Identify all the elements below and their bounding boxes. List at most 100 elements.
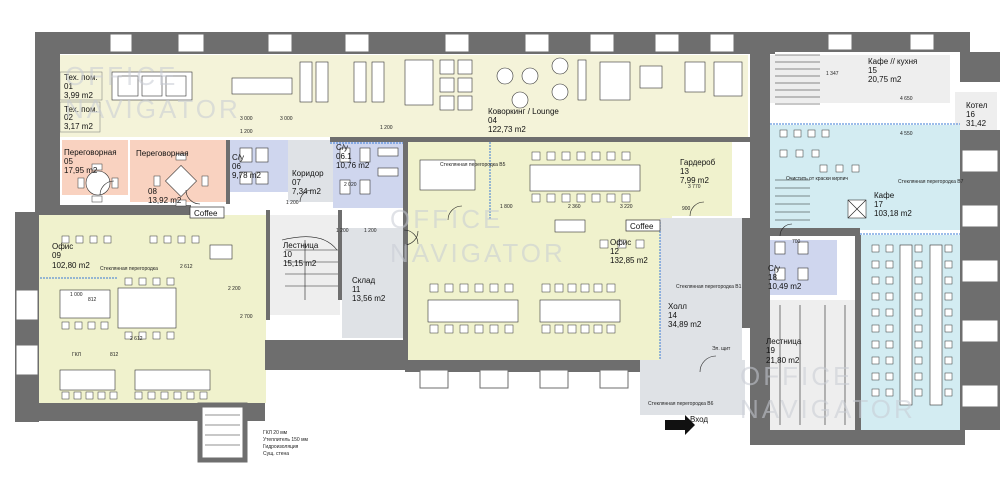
chair-icon — [489, 283, 499, 293]
chair-icon — [97, 391, 106, 400]
wc-fixtures — [239, 147, 809, 281]
window — [961, 384, 999, 408]
chair-icon — [138, 331, 147, 340]
chair-icon — [871, 260, 880, 269]
wall-inner-3 — [266, 210, 270, 320]
window — [444, 33, 470, 53]
note-shaft: Эл. щит — [712, 346, 731, 352]
note-drywall: ГКЛ 20 мм — [263, 430, 288, 436]
chair-icon — [429, 324, 439, 334]
doors — [99, 180, 793, 373]
chair-icon — [821, 129, 830, 138]
chair-icon — [944, 340, 953, 349]
chair-icon — [541, 324, 551, 334]
room-name: Кафе // кухня — [868, 57, 917, 66]
room-number: 18 — [768, 273, 777, 282]
chair-icon — [944, 324, 953, 333]
chair-icon — [914, 308, 923, 317]
chair-icon — [541, 283, 551, 293]
watermark: OFFICE — [390, 204, 503, 234]
chair-icon — [580, 324, 590, 334]
coffee-label: Coffee — [630, 222, 654, 231]
note-cleaning: Очистить от краски кирпич — [786, 176, 848, 182]
chair-icon — [606, 324, 616, 334]
window — [524, 33, 550, 53]
note-waterproof: Гидроизоляция — [263, 444, 299, 450]
wall-inner-1 — [226, 140, 230, 204]
dimension: 2 612 — [180, 264, 193, 270]
dimension: 3 220 — [620, 204, 633, 210]
room-area: 13,56 m2 — [352, 294, 386, 303]
chair-icon — [61, 235, 70, 244]
room-number: 10 — [283, 250, 292, 259]
room-name: Коридор — [292, 169, 324, 178]
chair-icon — [567, 324, 577, 334]
window — [909, 33, 935, 51]
cafe-furniture — [847, 199, 943, 406]
stair-10 — [268, 215, 340, 315]
chair-icon — [152, 331, 161, 340]
chair-icon — [504, 283, 514, 293]
chair-icon — [811, 149, 820, 158]
chair-icon — [61, 321, 70, 330]
room-number: 02 — [64, 113, 73, 122]
wall-right — [960, 52, 1000, 82]
watermark: NAVIGATOR — [740, 394, 916, 424]
window — [827, 33, 853, 51]
room-name: Лестница — [283, 241, 319, 250]
wall-bottom-mid — [405, 360, 640, 372]
room-area: 102,80 m2 — [52, 261, 90, 270]
chair-icon — [871, 388, 880, 397]
chair-icon — [75, 235, 84, 244]
chair-icon — [871, 372, 880, 381]
window — [599, 369, 629, 389]
window — [961, 204, 999, 228]
chair-icon — [85, 391, 94, 400]
chair-icon — [793, 129, 802, 138]
chair-icon — [166, 331, 175, 340]
stair-cafe-steps — [775, 54, 820, 221]
watermark: OFFICE — [65, 61, 178, 91]
room-name: С/у — [232, 153, 244, 162]
chair-icon — [489, 324, 499, 334]
window — [961, 259, 999, 283]
dimension: 2 700 — [240, 314, 253, 320]
chair-icon — [835, 164, 844, 173]
chair-icon — [621, 151, 631, 161]
chair-icon — [885, 244, 894, 253]
chair-icon — [599, 239, 609, 249]
window — [15, 289, 39, 321]
watermark: NAVIGATOR — [65, 94, 241, 124]
chair-icon — [561, 151, 571, 161]
dimension: 1 200 — [240, 129, 253, 135]
chair-icon — [459, 283, 469, 293]
room-number: 16 — [966, 110, 975, 119]
chair-icon — [871, 292, 880, 301]
dimension-labels: 3 000 1 200 3 000 1 200 2 020 1 200 2 61… — [70, 71, 913, 358]
note-glass-b7: Стеклянная перегородка В7 — [898, 179, 964, 185]
chair-icon — [871, 356, 880, 365]
dimension: 1 000 — [70, 292, 83, 298]
window — [961, 149, 999, 173]
room-area: 9,78 m2 — [232, 171, 261, 180]
chair-icon — [531, 193, 541, 203]
note-glass-b5: Стеклянная перегородка В5 — [440, 162, 506, 168]
coffee-box-2 — [625, 219, 661, 232]
room-area: 34,89 m2 — [668, 320, 702, 329]
chair-icon — [871, 340, 880, 349]
chair-icon — [554, 283, 564, 293]
note-glass: Стеклянная перегородка — [100, 266, 158, 272]
chair-icon — [851, 164, 860, 173]
wall-hall-right — [742, 218, 750, 328]
window — [479, 369, 509, 389]
lounge-furniture — [111, 57, 743, 111]
wall-office09-top — [36, 205, 191, 215]
dimension: 3 000 — [240, 116, 253, 122]
stair-19-steps — [779, 305, 846, 425]
chair-icon — [944, 292, 953, 301]
room-number: 15 — [868, 66, 877, 75]
dimension: 2 360 — [568, 204, 581, 210]
room-area: 17,95 m2 — [64, 166, 98, 175]
room-name: С/у — [768, 264, 780, 273]
dimension: 812 — [110, 352, 119, 358]
